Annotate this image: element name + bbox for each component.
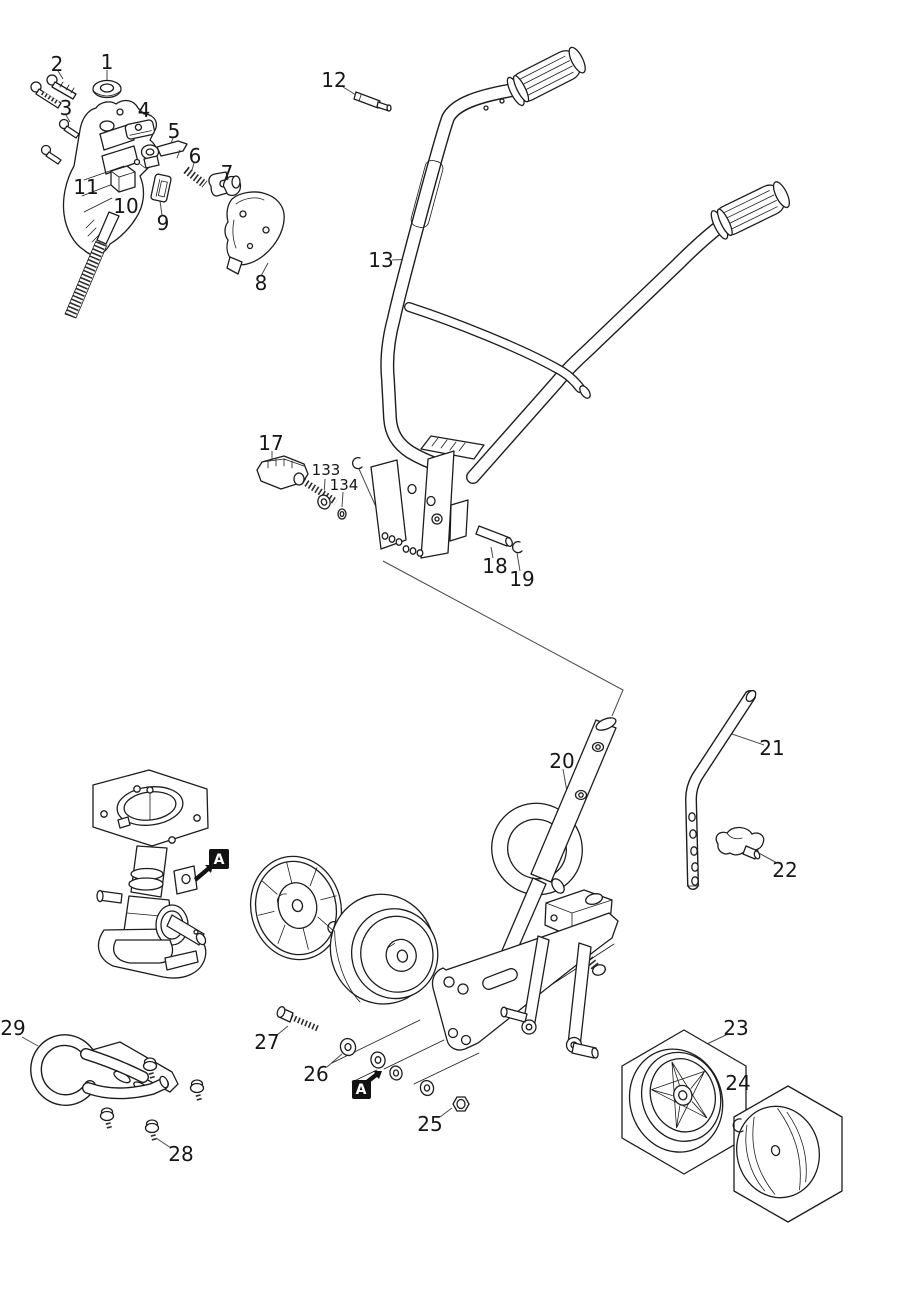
view-marker-a1-label: A: [214, 852, 225, 868]
part-5-lever: [140, 140, 188, 169]
clip-small: [351, 457, 363, 470]
part-26-washers: [339, 1037, 435, 1097]
label-8: 8: [255, 271, 268, 295]
part-number-labels: 1 2 3 4 5 6 7 8 9 10 11 12 13 17 133 134…: [0, 50, 797, 1166]
label-4: 4: [138, 98, 151, 122]
support-strut-left: [500, 935, 550, 1035]
support-strut-right: [565, 942, 599, 1059]
label-23: 23: [723, 1016, 748, 1040]
view-marker-a2: A: [352, 1071, 382, 1099]
label-13: 13: [368, 248, 393, 272]
label-17: 17: [258, 431, 283, 455]
flexible-shaft: [64, 211, 120, 319]
part-13-handlebar: [380, 46, 790, 484]
pulley-wheel: [329, 893, 439, 1005]
label-10: 10: [113, 194, 138, 218]
part-2-bolt: [46, 74, 77, 100]
label-7: 7: [221, 161, 234, 185]
label-3: 3: [60, 96, 73, 120]
label-27: 27: [254, 1030, 279, 1054]
handle-clamp-bracket: [370, 435, 485, 559]
label-11: 11: [73, 175, 98, 199]
label-25: 25: [417, 1112, 442, 1136]
part-28-screws: [99, 1057, 205, 1143]
part-6-spring: [183, 166, 208, 188]
gearbox: [92, 769, 209, 979]
label-9: 9: [157, 211, 170, 235]
part-29-bumper-bar: [30, 1034, 179, 1106]
handlebar-grip-right: [506, 46, 586, 107]
part-10-switch-block: [110, 158, 146, 193]
label-24: 24: [725, 1071, 750, 1095]
part-134-o-ring: [337, 508, 347, 520]
label-133: 133: [312, 461, 341, 479]
label-18: 18: [482, 554, 507, 578]
part-133-washer: [317, 494, 331, 510]
label-2: 2: [51, 52, 64, 76]
part-17-knob: [256, 455, 338, 505]
part-4-plate: [124, 119, 156, 140]
small-screw: [40, 144, 62, 165]
part-25-nut: [452, 1096, 470, 1112]
part-22-lock-pin: [715, 826, 765, 860]
label-19: 19: [509, 567, 534, 591]
part-7-cable-holder: [208, 171, 242, 197]
label-1: 1: [101, 50, 114, 74]
part-18-pin: [475, 525, 513, 547]
handlebar-grip-lower: [710, 181, 790, 240]
part-8-cover: [224, 191, 285, 275]
label-20: 20: [549, 749, 574, 773]
label-26: 26: [303, 1062, 328, 1086]
label-5: 5: [168, 119, 181, 143]
view-marker-a2-label: A: [356, 1082, 367, 1098]
wheel-bracket-plate: [431, 912, 619, 1051]
label-28: 28: [168, 1142, 193, 1166]
view-marker-a1: A: [194, 849, 229, 882]
part-1-cap: [92, 79, 122, 99]
handlebar-decal: [410, 160, 444, 228]
part-9-sleeve: [150, 173, 172, 203]
wheel-tire-outer: [735, 1105, 821, 1199]
part-12-pin: [353, 91, 392, 112]
label-29: 29: [0, 1016, 25, 1040]
part-24-clip: [732, 1118, 744, 1133]
label-134: 134: [330, 476, 359, 494]
part-3-screw: [58, 118, 80, 139]
label-22: 22: [772, 858, 797, 882]
part-19-clip: [511, 541, 523, 554]
label-21: 21: [759, 736, 784, 760]
part-27-bolt: [276, 1006, 321, 1032]
part-21-depth-bar: [684, 689, 757, 890]
label-6: 6: [189, 144, 202, 168]
long-bolt: [30, 81, 62, 109]
label-12: 12: [321, 68, 346, 92]
drive-disc: [249, 855, 343, 961]
part-23-wheel: [628, 1048, 724, 1153]
